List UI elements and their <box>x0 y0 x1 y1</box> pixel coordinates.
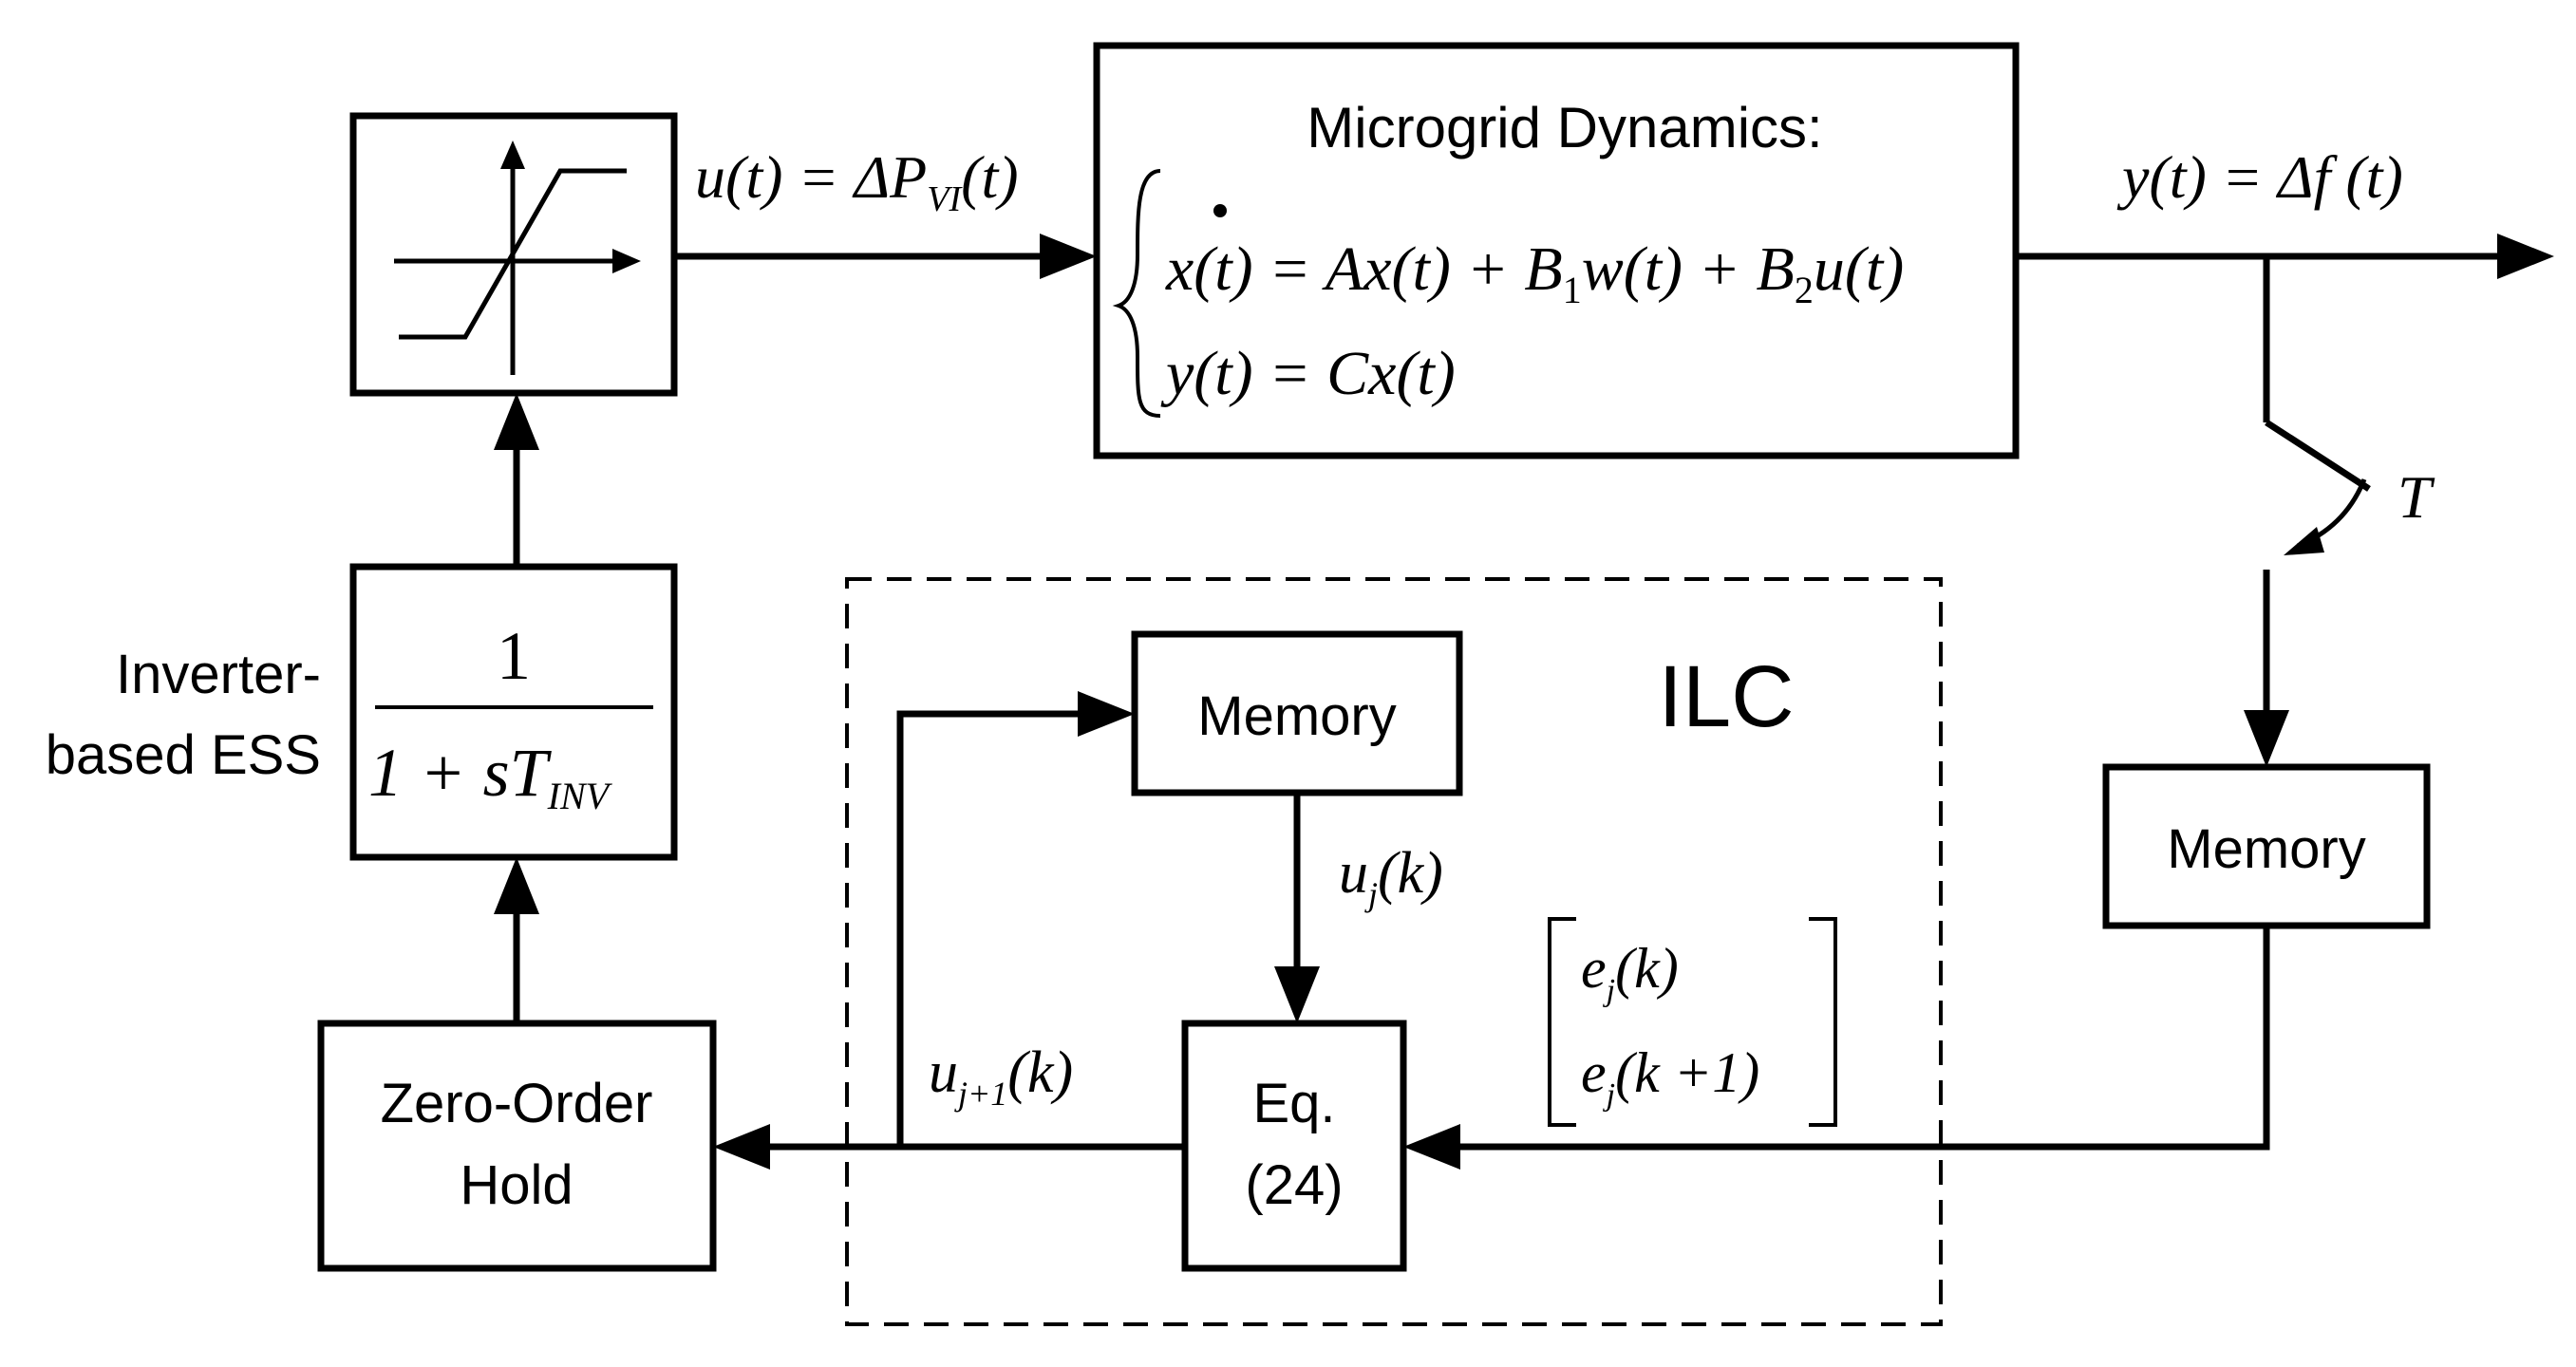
zoh-line2: Hold <box>460 1154 573 1216</box>
zero-order-hold-block: Zero-Order Hold <box>317 1020 717 1272</box>
inverter-label-line2: based ESS <box>46 724 321 786</box>
microgrid-dynamics-block: Microgrid Dynamics: x(t) = Ax(t) + B1w(t… <box>1093 42 2020 459</box>
microgrid-title: Microgrid Dynamics: <box>1307 96 1822 159</box>
zoh-box <box>317 1020 717 1272</box>
state-equation: x(t) = Ax(t) + B1w(t) + B2u(t) <box>1165 234 1904 311</box>
error-vector: ej(k) ej(k +1) <box>1548 917 1837 1127</box>
ilc-memory-box <box>1131 630 1463 796</box>
inverter-ess-block: 1 1 + sTINV Inverter- based ESS <box>46 563 678 861</box>
ilc-memory-block: Memory <box>1131 630 1463 796</box>
ilc-label: ILC <box>1658 648 1794 745</box>
right-bracket <box>1809 917 1837 1127</box>
saturation-block <box>349 112 678 397</box>
derivative-dot <box>1213 204 1227 217</box>
left-bracket <box>1548 917 1576 1127</box>
wire-inverter-to-saturation <box>494 393 539 567</box>
equation-brace <box>1112 169 1161 418</box>
eq24-line2: (24) <box>1245 1154 1343 1216</box>
sampler-switch <box>2265 420 2371 492</box>
wire-u-to-microgrid <box>674 234 1097 279</box>
ilc-memory-label: Memory <box>1197 685 1396 747</box>
wire-eq24-to-zoh <box>713 1124 1185 1170</box>
eq24-box <box>1181 1020 1407 1272</box>
wire-y-output <box>2016 234 2554 279</box>
error-k-label: ej(k) <box>1581 937 1679 1008</box>
signal-y-label: y(t) = Δf (t) <box>2116 143 2403 211</box>
eq24-line1: Eq. <box>1252 1073 1335 1134</box>
microgrid-box <box>1093 42 2020 459</box>
right-memory-block: Memory <box>2102 763 2431 929</box>
error-k1-label: ej(k +1) <box>1581 1041 1759 1113</box>
inverter-box <box>349 563 678 861</box>
wire-zoh-to-inverter <box>494 857 539 1023</box>
signal-uj-label: uj(k) <box>1339 841 1443 913</box>
signal-u-label: u(t) = ΔPVI(t) <box>695 143 1019 219</box>
output-equation: y(t) = Cx(t) <box>1160 339 1456 408</box>
sampler-period-label: T <box>2397 463 2435 531</box>
transfer-denominator: 1 + sTINV <box>368 735 613 817</box>
saturation-icon <box>394 140 641 375</box>
inverter-label-line1: Inverter- <box>116 644 321 705</box>
signal-uj1-label: uj+1(k) <box>929 1040 1073 1113</box>
wire-feedback-to-memory <box>896 691 1135 1147</box>
wire-memory-to-eq24 <box>1274 793 1320 1023</box>
wire-to-sampler <box>2244 256 2371 767</box>
zoh-line1: Zero-Order <box>381 1073 653 1134</box>
transfer-numerator: 1 <box>497 618 531 694</box>
eq24-block: Eq. (24) <box>1181 1020 1407 1272</box>
right-memory-label: Memory <box>2167 818 2365 880</box>
wire-error-to-eq24 <box>1403 926 2270 1170</box>
